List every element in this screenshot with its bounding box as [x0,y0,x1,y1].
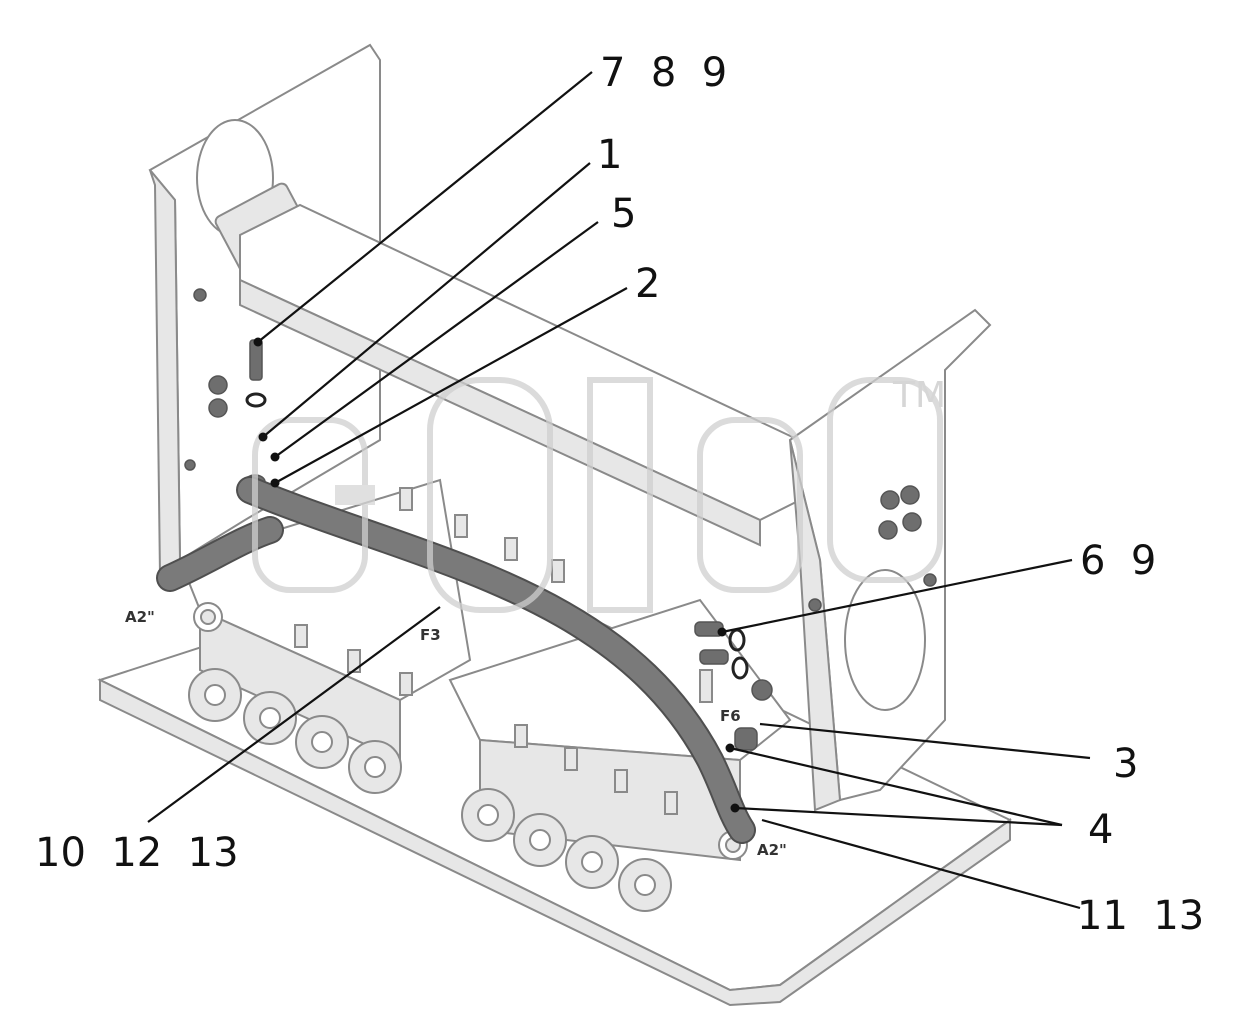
leader-7-8-9 [257,71,593,343]
port-labels: A2" F3 F6 A2" [125,608,787,859]
leader-5 [274,221,599,458]
callout-11-13: 11 13 [1077,893,1204,939]
solenoid-row-right [461,788,672,912]
port-label-f6: F6 [720,707,741,725]
callout-7-8-9: 7 8 9 [600,50,727,96]
callout-6-9: 6 9 [1080,538,1156,584]
fittings [193,487,748,860]
leader-1 [262,162,591,438]
callout-labels: 7 8 9 1 5 2 6 9 3 4 10 12 13 11 13 [35,50,1204,939]
leader-4b [734,806,1063,827]
watermark-tm: TM [892,375,946,416]
leader-3 [759,722,1091,760]
leader-10-12-13 [147,606,441,823]
bolt-group-right [694,621,773,751]
port-label-a2-left: A2" [125,608,155,626]
right-frame [788,308,992,812]
callout-4: 4 [1088,807,1113,853]
port-label-f3: F3 [420,626,441,644]
port-label-a2-right: A2" [757,841,787,859]
watermark-logo: TM [252,375,946,613]
callout-5: 5 [611,191,636,237]
callout-3: 3 [1113,741,1138,787]
leader-6-9 [721,558,1073,634]
solenoid-row-left [188,668,402,794]
callout-1: 1 [597,132,622,178]
leader-4a [729,746,1063,827]
callout-2: 2 [635,261,660,307]
leader-11-13 [761,818,1081,910]
callout-10-12-13: 10 12 13 [35,830,239,876]
leader-2 [274,287,628,484]
leader-lines [147,71,1091,910]
hose [156,476,756,844]
